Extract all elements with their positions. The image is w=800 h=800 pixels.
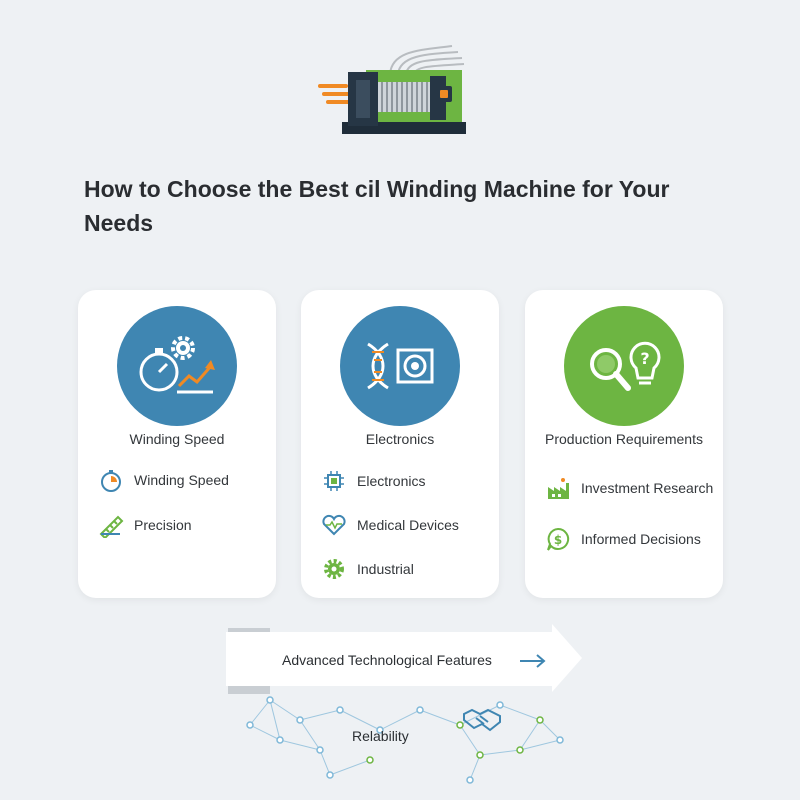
card-winding-speed: Winding Speed Winding Speed Precision bbox=[78, 290, 276, 598]
coil-winding-machine-icon bbox=[312, 40, 472, 140]
gear-icon bbox=[321, 556, 347, 582]
card-heading: Electronics bbox=[365, 431, 435, 447]
reliability-label: Relability bbox=[352, 728, 409, 744]
list-item-label: Industrial bbox=[357, 561, 414, 577]
stopwatch-gear-growth-icon bbox=[117, 306, 237, 426]
ruler-icon bbox=[98, 512, 124, 538]
card-production-requirements: ? Production Requirements Investment Res… bbox=[525, 290, 723, 598]
list-item-label: Precision bbox=[134, 517, 192, 533]
list-item-label: Investment Research bbox=[581, 480, 714, 496]
list-item: Winding Speed bbox=[98, 467, 229, 493]
list-item: Industrial bbox=[321, 556, 414, 582]
advanced-features-banner: Advanced Technological Features bbox=[222, 624, 584, 694]
card-heading: Production Requirements bbox=[545, 431, 703, 447]
list-item-label: Informed Decisions bbox=[581, 531, 701, 547]
list-item-label: Medical Devices bbox=[357, 517, 459, 533]
microchip-icon bbox=[321, 468, 347, 494]
list-item-label: Winding Speed bbox=[134, 472, 229, 488]
card-heading: Winding Speed bbox=[129, 431, 225, 447]
factory-icon bbox=[545, 475, 571, 501]
list-item: Investment Research bbox=[545, 475, 713, 501]
list-item: Electronics bbox=[321, 468, 425, 494]
dollar-bubble-icon: $ bbox=[545, 526, 571, 552]
list-item-label: Electronics bbox=[357, 473, 426, 489]
list-item: Medical Devices bbox=[321, 512, 459, 538]
card-electronics: Electronics Electronics Medical Devic bbox=[301, 290, 499, 598]
list-item: Precision bbox=[98, 512, 192, 538]
svg-text:?: ? bbox=[640, 349, 649, 368]
banner-label: Advanced Technological Features bbox=[282, 652, 492, 668]
stopwatch-icon bbox=[98, 467, 124, 493]
dna-chip-icon bbox=[340, 306, 460, 426]
list-item: $ Informed Decisions bbox=[545, 526, 701, 552]
magnifier-lightbulb-icon: ? bbox=[564, 306, 684, 426]
svg-text:$: $ bbox=[554, 533, 562, 547]
handshake-icon bbox=[462, 704, 502, 739]
heartbeat-icon bbox=[321, 512, 347, 538]
network-graphic bbox=[230, 680, 570, 790]
page-title: How to Choose the Best cil Winding Machi… bbox=[84, 176, 670, 236]
